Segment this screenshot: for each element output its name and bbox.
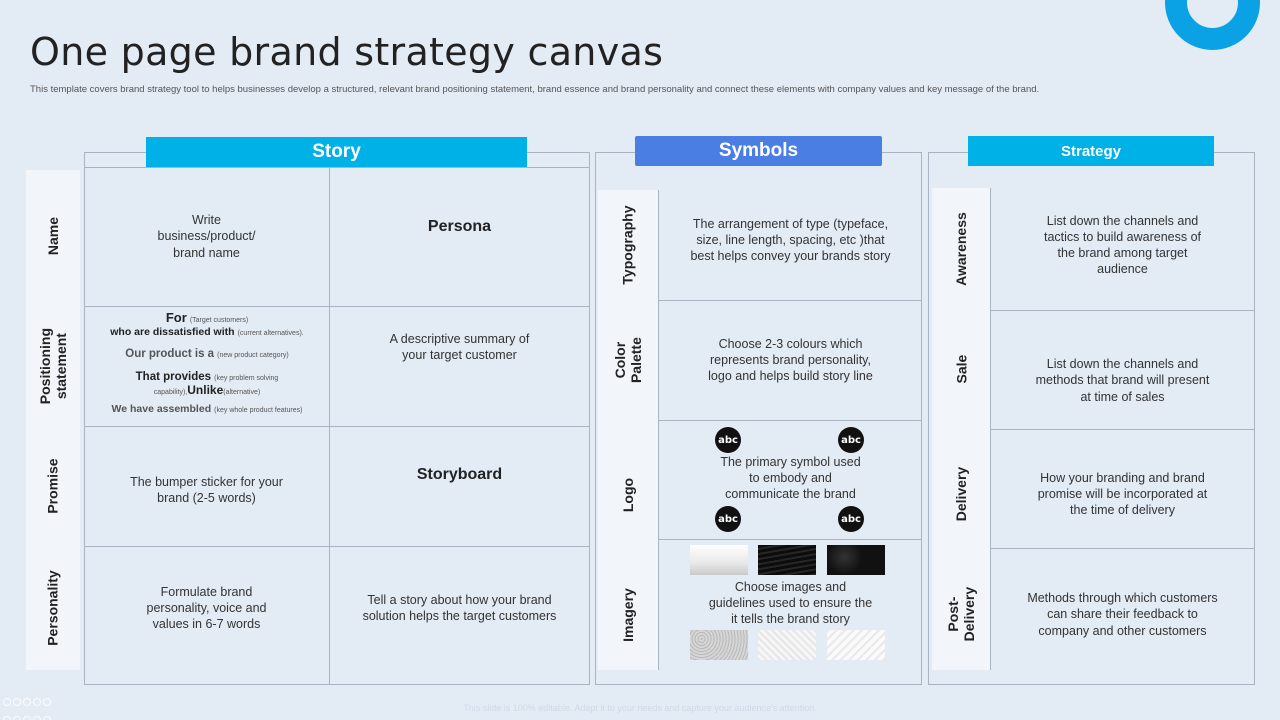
story-label-name: Name <box>44 217 61 256</box>
symbols-logo-text: The primary symbol used to embody and co… <box>720 454 861 502</box>
story-column-divider <box>329 167 330 685</box>
story-name-text: Write business/product/ brand name <box>157 213 256 260</box>
symbols-typography-text: The arrangement of type (typeface, size,… <box>690 216 891 264</box>
abc-logo-icon: abc <box>715 506 741 532</box>
strategy-label-sale: Sale <box>952 355 969 384</box>
strategy-column-divider <box>990 188 991 670</box>
strategy-divider <box>990 310 1255 311</box>
story-divider <box>84 426 590 427</box>
symbols-label-logo: Logo <box>619 477 636 513</box>
story-divider <box>84 546 590 547</box>
strategy-header: Strategy <box>968 136 1214 166</box>
symbols-label-imagery: Imagery <box>619 588 636 642</box>
symbols-column-divider <box>658 190 659 670</box>
page-subtitle: This template covers brand strategy tool… <box>30 84 1040 95</box>
story-storyline-text: Tell a story about how your brand soluti… <box>362 592 557 623</box>
page-title: One page brand strategy canvas <box>30 30 664 74</box>
decorative-dots <box>2 694 60 720</box>
symbols-imagery-text: Choose images and guidelines used to ens… <box>708 579 873 627</box>
strategy-post-delivery-text: Methods through which customers can shar… <box>1027 591 1218 638</box>
symbols-label-color-palette: Color Palette <box>611 337 644 383</box>
symbols-color-palette-text: Choose 2-3 colours which represents bran… <box>708 336 873 384</box>
strategy-label-delivery: Delivery <box>952 466 969 522</box>
strategy-label-awareness: Awareness <box>952 212 969 286</box>
strategy-awareness-text: List down the channels and tactics to bu… <box>1043 213 1202 277</box>
imagery-thumbnail-grey-texture <box>690 630 748 660</box>
story-divider <box>84 167 590 168</box>
story-storyboard-title: Storyboard <box>416 465 503 483</box>
story-persona-title: Persona <box>427 217 492 235</box>
story-personality-text: Formulate brand personality, voice and v… <box>146 584 267 632</box>
symbols-divider <box>658 420 922 421</box>
strategy-sale-text: List down the channels and methods that … <box>1035 357 1210 404</box>
story-target-customer-text: A descriptive summary of your target cus… <box>389 331 530 362</box>
imagery-thumbnail-fabric-texture <box>827 630 885 660</box>
strategy-label-post-delivery: Post- Delivery <box>944 587 977 642</box>
symbols-label-typography: Typography <box>619 205 636 285</box>
footer-note: This slide is 100% editable. Adapt it to… <box>463 703 817 713</box>
abc-logo-icon: abc <box>838 427 864 453</box>
imagery-thumbnail-white-texture <box>690 545 748 575</box>
symbols-divider <box>658 539 922 540</box>
symbols-header: Symbols <box>635 136 882 166</box>
decorative-ring <box>1165 0 1260 50</box>
story-divider <box>84 306 590 307</box>
story-label-promise: Promise <box>44 458 61 514</box>
strategy-delivery-text: How your branding and brand promise will… <box>1037 470 1208 518</box>
story-label-personality: Personality <box>44 570 61 646</box>
story-sidebar <box>26 170 80 670</box>
symbols-sidebar <box>598 190 658 670</box>
symbols-divider <box>658 300 922 301</box>
story-promise-text: The bumper sticker for your brand (2-5 w… <box>130 474 283 505</box>
imagery-thumbnail-black-texture <box>758 545 816 575</box>
strategy-divider <box>990 548 1255 549</box>
abc-logo-icon: abc <box>838 506 864 532</box>
imagery-thumbnail-light-texture <box>758 630 816 660</box>
story-label-positioning: Positioning statement <box>36 327 69 405</box>
abc-logo-icon: abc <box>715 427 741 453</box>
strategy-divider <box>990 429 1255 430</box>
imagery-thumbnail-dark-texture <box>827 545 885 575</box>
strategy-sidebar <box>932 188 990 670</box>
positioning-statement: For (Target customers) who are dissatisf… <box>110 310 304 415</box>
story-header: Story <box>146 137 527 167</box>
